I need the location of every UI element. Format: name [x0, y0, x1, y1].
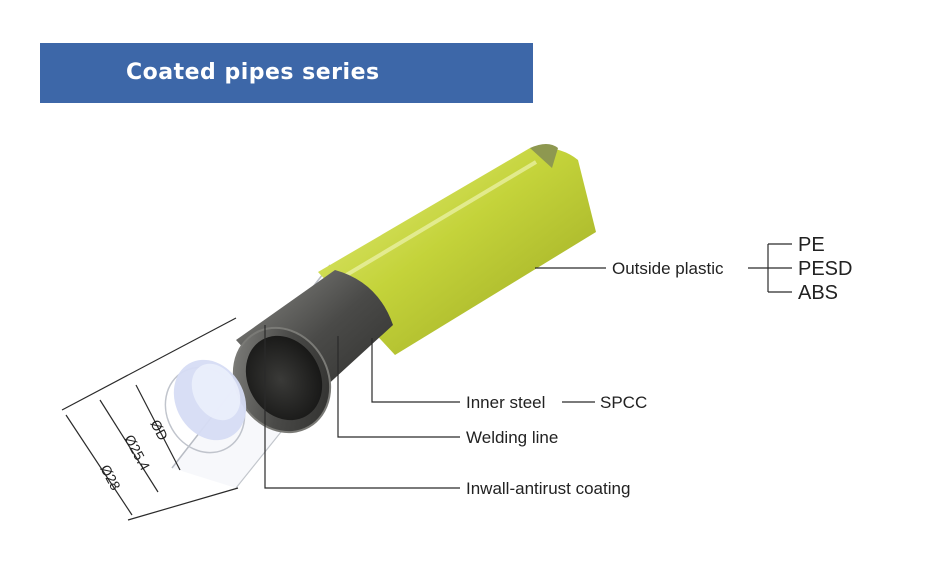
- outer-plastic-layer: [318, 144, 596, 355]
- dimension-lines: [61, 317, 239, 521]
- material-pe-label: PE: [798, 234, 825, 256]
- section-title: Coated pipes series: [126, 60, 380, 85]
- dimension-outer-label: Ø28: [97, 462, 124, 493]
- inner-steel-label: Inner steel: [466, 393, 545, 412]
- callout-leaders: [264, 243, 792, 489]
- inwall-coating-layer: [173, 359, 247, 441]
- material-pesd-label: PESD: [798, 258, 852, 280]
- inwall-coating-label: Inwall-antirust coating: [466, 479, 630, 498]
- dimension-middle-label: Ø25.4: [121, 432, 153, 473]
- material-abs-label: ABS: [798, 282, 838, 304]
- spcc-label: SPCC: [600, 393, 647, 412]
- section-title-banner: Coated pipes series: [40, 43, 533, 103]
- outside-plastic-label: Outside plastic: [612, 259, 724, 278]
- welding-line-label: Welding line: [466, 428, 558, 447]
